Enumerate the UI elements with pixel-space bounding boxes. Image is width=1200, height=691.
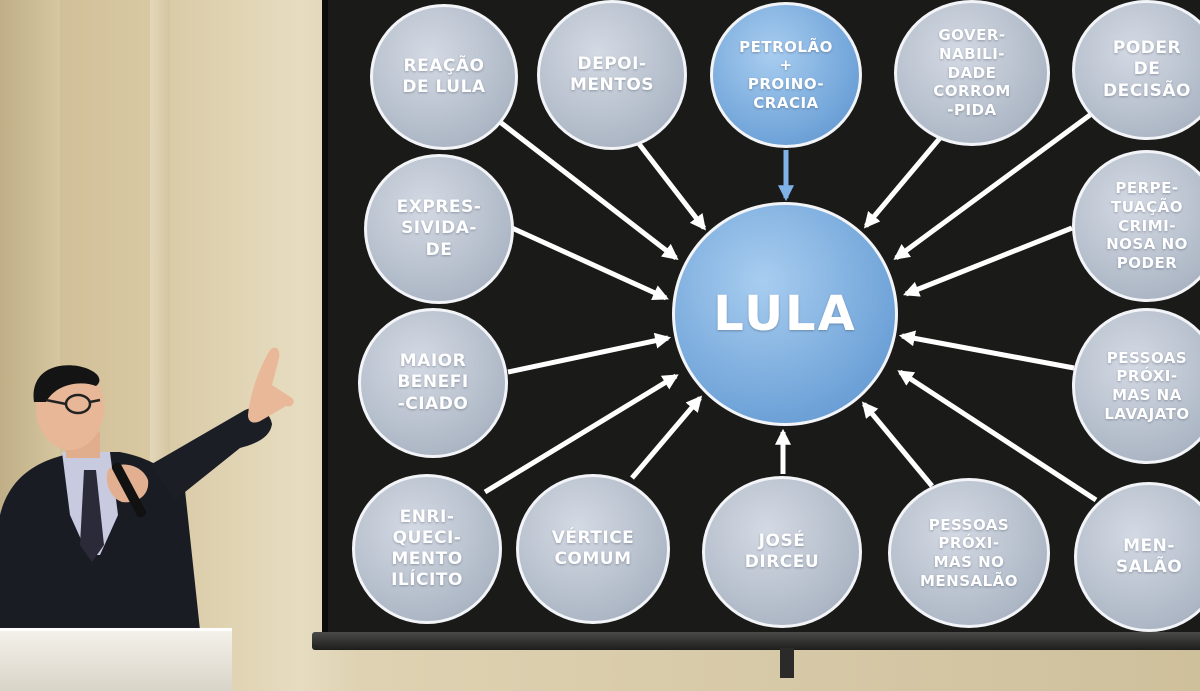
node-maior-beneficiado: MAIOR BENEFI -CIADO	[358, 308, 508, 458]
screen-bottom-bar	[312, 632, 1200, 650]
presenter	[0, 347, 294, 640]
microphone	[111, 462, 147, 518]
node-label: VÉRTICE COMUM	[551, 527, 635, 569]
node-label: PESSOAS PRÓXI- MAS NA LAVAJATO	[1104, 348, 1190, 423]
arrow	[897, 369, 1098, 503]
node-label: EXPRES- SIVIDA- DE	[396, 197, 482, 260]
node-governabilidade: GOVER- NABILI- DADE CORROM -PIDA	[894, 0, 1050, 146]
node-pessoas-lavajato: PESSOAS PRÓXI- MAS NA LAVAJATO	[1072, 308, 1200, 464]
arrow	[483, 373, 679, 495]
node-vertice-comum: VÉRTICE COMUM	[516, 474, 670, 624]
node-perpetuacao: PERPE- TUAÇÃO CRIMI- NOSA NO PODER	[1072, 150, 1200, 302]
node-label: REAÇÃO DE LULA	[402, 55, 486, 97]
arrow	[507, 332, 672, 375]
node-label: PERPE- TUAÇÃO CRIMI- NOSA NO PODER	[1106, 179, 1188, 273]
arrow	[510, 225, 669, 301]
node-enriquecimento-ilicito: ENRI- QUECI- MENTO ILÍCITO	[352, 474, 502, 624]
arrow	[898, 330, 1075, 371]
arrow	[630, 395, 703, 480]
screen-stand	[780, 648, 794, 678]
arrow	[903, 225, 1073, 297]
node-jose-dirceu: JOSÉ DIRCEU	[702, 476, 862, 628]
node-expressividade: EXPRES- SIVIDA- DE	[364, 154, 514, 304]
arrow	[498, 120, 679, 260]
node-mensalao: MEN- SALÃO	[1074, 482, 1200, 632]
tie	[80, 470, 104, 562]
raised-hand	[248, 347, 294, 423]
node-label: MAIOR BENEFI -CIADO	[397, 351, 469, 414]
node-label: PETROLÃO + PROINO- CRACIA	[739, 37, 833, 112]
center-label: LULA	[713, 286, 857, 342]
podium	[0, 628, 232, 691]
raised-arm	[150, 407, 272, 500]
node-poder-de-decisao: PODER DE DECISÃO	[1072, 0, 1200, 140]
node-reacao-de-lula: REAÇÃO DE LULA	[370, 4, 518, 150]
node-label: PODER DE DECISÃO	[1103, 38, 1191, 101]
hair	[33, 365, 100, 402]
arrow	[863, 136, 942, 229]
diagram-arrows	[483, 112, 1098, 503]
node-label: ENRI- QUECI- MENTO ILÍCITO	[391, 506, 463, 591]
arrow	[893, 112, 1092, 261]
arrow	[634, 138, 706, 231]
node-label: JOSÉ DIRCEU	[744, 530, 820, 572]
node-label: DEPOI- MENTOS	[569, 53, 655, 95]
node-label: PESSOAS PRÓXI- MAS NO MENSALÃO	[919, 515, 1019, 590]
node-petrolao: PETROLÃO + PROINO- CRACIA	[710, 2, 862, 148]
node-depoimentos: DEPOI- MENTOS	[537, 0, 687, 150]
arrow	[861, 401, 934, 488]
glasses	[45, 393, 101, 415]
node-center-lula: LULA	[672, 202, 898, 426]
node-pessoas-mensalao: PESSOAS PRÓXI- MAS NO MENSALÃO	[888, 478, 1050, 628]
node-label: MEN- SALÃO	[1115, 535, 1183, 577]
node-label: GOVER- NABILI- DADE CORROM -PIDA	[933, 26, 1011, 120]
